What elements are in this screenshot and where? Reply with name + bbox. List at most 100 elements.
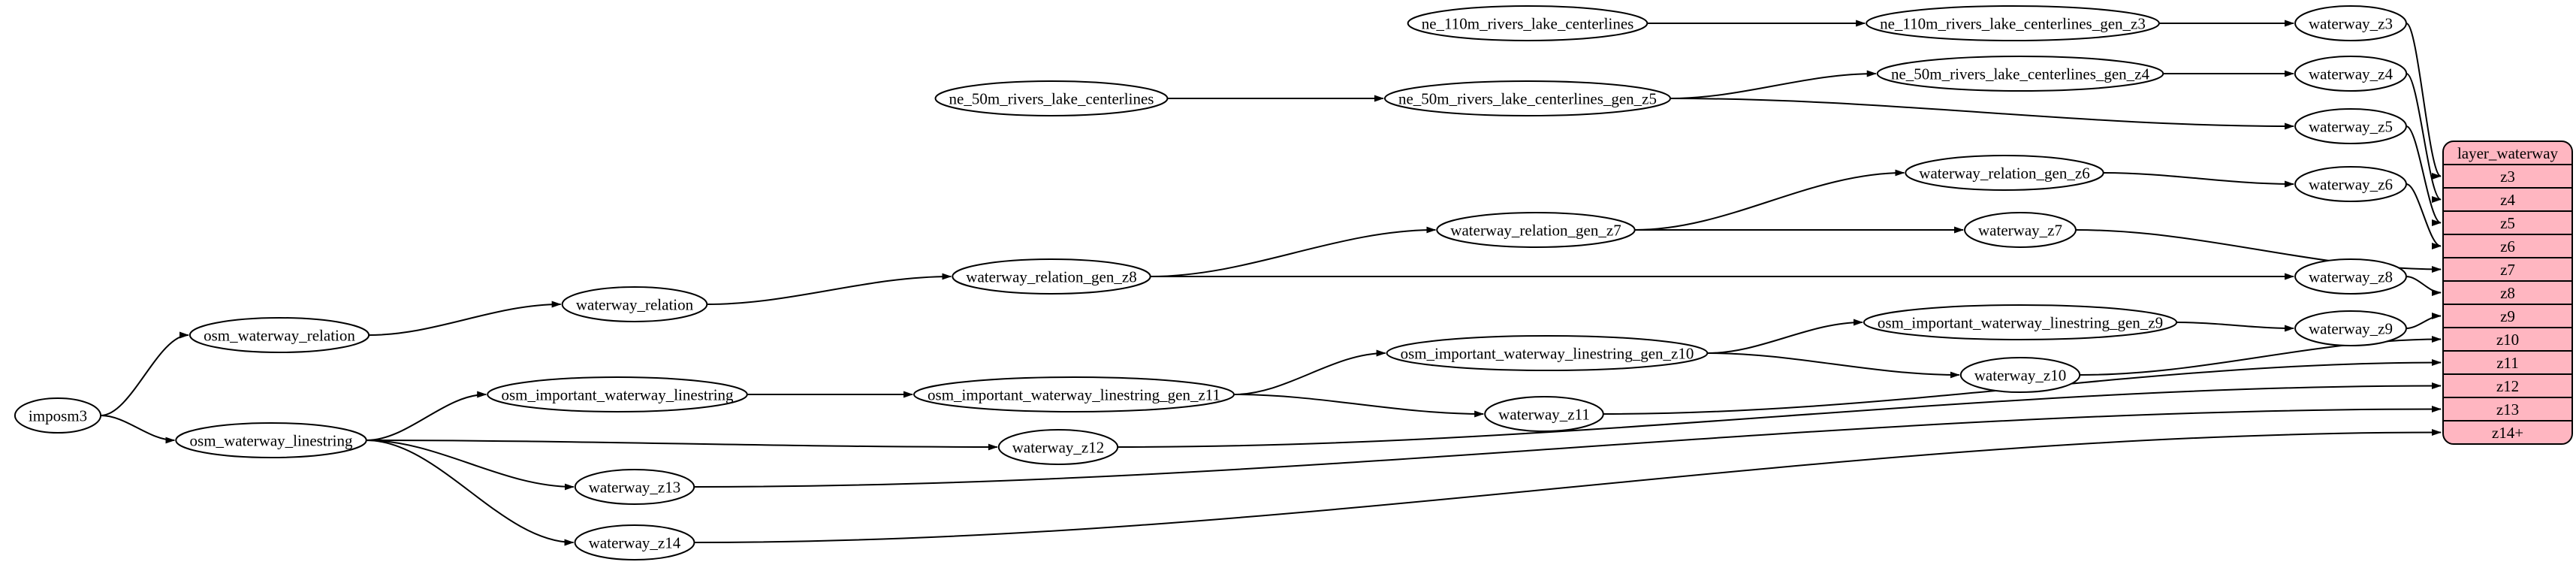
table-row-z12: z12 (2496, 377, 2519, 395)
node-ne_50m_rivers_lake_centerlines: ne_50m_rivers_lake_centerlines (934, 80, 1169, 116)
table-row-z14+: z14+ (2492, 424, 2523, 442)
node-waterway_z3: waterway_z3 (2294, 5, 2407, 41)
node-ellipse-waterway_z12 (997, 429, 1119, 465)
edge-osm_important_waterway_linestring_gen_z10-to-waterway_z10 (1707, 352, 1960, 379)
node-imposm3: imposm3 (14, 397, 102, 434)
node-label-osm_important_waterway_linestring: osm_important_waterway_linestring (501, 385, 734, 403)
edge-waterway_z9-to-layer_waterway.z9 (2406, 313, 2442, 329)
node-ellipse-ne_50m_rivers_lake_centerlines_gen_z5 (1383, 80, 1672, 116)
table-row-z4: z4 (2500, 191, 2515, 209)
node-ellipse-waterway_z9 (2294, 310, 2407, 346)
edge-osm_waterway_linestring-to-waterway_z13 (366, 440, 575, 491)
node-ellipse-waterway_z11 (1484, 396, 1604, 432)
node-label-waterway_relation_gen_z6: waterway_relation_gen_z6 (1919, 164, 2089, 182)
node-waterway_z6: waterway_z6 (2294, 166, 2407, 202)
node-ellipse-waterway_relation_gen_z8 (952, 258, 1151, 295)
edge-osm_important_waterway_linestring_gen_z11-to-osm_important_waterway_linestring_gen_z10 (1233, 349, 1386, 395)
node-ellipse-ne_50m_rivers_lake_centerlines_gen_z4 (1876, 56, 2164, 92)
node-ellipse-osm_important_waterway_linestring_gen_z11 (913, 376, 1235, 412)
node-waterway_relation: waterway_relation (561, 286, 708, 322)
node-ne_50m_rivers_lake_centerlines_gen_z4: ne_50m_rivers_lake_centerlines_gen_z4 (1876, 56, 2164, 92)
node-label-ne_50m_rivers_lake_centerlines_gen_z4: ne_50m_rivers_lake_centerlines_gen_z4 (1891, 65, 2150, 83)
table-row-z13: z13 (2496, 400, 2519, 418)
node-label-ne_110m_rivers_lake_centerlines_gen_z3: ne_110m_rivers_lake_centerlines_gen_z3 (1880, 14, 2146, 32)
edge-waterway_z10-to-layer_waterway.z10 (2080, 336, 2442, 376)
edge-osm_important_waterway_linestring_gen_z10-to-osm_important_waterway_linestring_gen_z9 (1707, 319, 1863, 354)
edge-ne_50m_rivers_lake_centerlines_gen_z5-to-waterway_z5 (1670, 98, 2295, 130)
node-label-imposm3: imposm3 (29, 406, 87, 425)
node-waterway_z4: waterway_z4 (2294, 56, 2408, 92)
edge-osm_waterway_linestring-to-waterway_z12 (366, 440, 998, 451)
layer-waterway-table (2442, 140, 2573, 445)
node-label-waterway_z4: waterway_z4 (2309, 65, 2393, 83)
edge-waterway_relation_gen_z7-to-waterway_relation_gen_z6 (1634, 169, 1905, 231)
node-label-osm_waterway_linestring: osm_waterway_linestring (190, 431, 353, 449)
node-label-ne_50m_rivers_lake_centerlines_gen_z5: ne_50m_rivers_lake_centerlines_gen_z5 (1398, 89, 1657, 107)
edge-osm_important_waterway_linestring_gen_z9-to-waterway_z9 (2176, 322, 2295, 332)
node-waterway_z11: waterway_z11 (1484, 396, 1604, 432)
node-label-waterway_relation_gen_z8: waterway_relation_gen_z8 (966, 267, 1136, 286)
edge-waterway_z6-to-layer_waterway.z6 (2406, 183, 2442, 249)
node-label-waterway_z7: waterway_z7 (1978, 221, 2062, 239)
node-label-waterway_z12: waterway_z12 (1012, 438, 1104, 456)
node-label-waterway_z13: waterway_z13 (589, 478, 680, 496)
edge-waterway_relation_gen_z6-to-waterway_z6 (2103, 172, 2295, 188)
node-waterway_relation_gen_z7: waterway_relation_gen_z7 (1436, 212, 1636, 248)
edge-osm_important_waterway_linestring_gen_z11-to-waterway_z11 (1233, 394, 1485, 418)
node-label-waterway_z14: waterway_z14 (589, 533, 681, 551)
node-waterway_relation_gen_z6: waterway_relation_gen_z6 (1905, 155, 2104, 191)
table-row-z3: z3 (2500, 168, 2515, 186)
node-label-waterway_z6: waterway_z6 (2309, 175, 2393, 193)
node-waterway_z7: waterway_z7 (1964, 212, 2077, 248)
edge-waterway_z13-to-layer_waterway.z13 (694, 406, 2442, 488)
node-ellipse-waterway_z13 (574, 469, 695, 505)
node-waterway_relation_gen_z8: waterway_relation_gen_z8 (952, 258, 1151, 295)
node-waterway_z14: waterway_z14 (574, 524, 695, 560)
node-ellipse-osm_waterway_linestring (175, 422, 367, 458)
node-ellipse-waterway_z14 (574, 524, 695, 560)
table-title: layer_waterway (2457, 144, 2559, 162)
edge-waterway_z5-to-layer_waterway.z5 (2406, 125, 2442, 226)
node-label-osm_waterway_relation: osm_waterway_relation (204, 326, 355, 344)
node-label-waterway_z5: waterway_z5 (2309, 117, 2393, 135)
node-ellipse-waterway_z4 (2294, 56, 2408, 92)
node-ne_50m_rivers_lake_centerlines_gen_z5: ne_50m_rivers_lake_centerlines_gen_z5 (1383, 80, 1672, 116)
edge-waterway_relation-to-waterway_relation_gen_z8 (707, 273, 952, 305)
node-waterway_z8: waterway_z8 (2294, 258, 2407, 295)
node-label-osm_important_waterway_linestring_gen_z11: osm_important_waterway_linestring_gen_z1… (928, 385, 1220, 403)
node-label-ne_110m_rivers_lake_centerlines: ne_110m_rivers_lake_centerlines (1422, 14, 1634, 32)
node-ellipse-ne_50m_rivers_lake_centerlines (934, 80, 1169, 116)
node-ellipse-waterway_relation_gen_z6 (1905, 155, 2104, 191)
node-osm_important_waterway_linestring: osm_important_waterway_linestring (487, 376, 748, 412)
edge-waterway_relation_gen_z8-to-waterway_relation_gen_z7 (1150, 226, 1437, 277)
node-label-waterway_z3: waterway_z3 (2309, 14, 2393, 32)
node-ellipse-osm_important_waterway_linestring_gen_z9 (1863, 304, 2178, 340)
node-ellipse-waterway_z10 (1959, 357, 2081, 393)
node-ellipse-ne_110m_rivers_lake_centerlines_gen_z3 (1866, 5, 2160, 41)
node-osm_important_waterway_linestring_gen_z9: osm_important_waterway_linestring_gen_z9 (1863, 304, 2178, 340)
node-ellipse-osm_important_waterway_linestring_gen_z10 (1386, 335, 1709, 371)
edge-waterway_z3-to-layer_waterway.z3 (2406, 23, 2442, 180)
node-ne_110m_rivers_lake_centerlines: ne_110m_rivers_lake_centerlines (1407, 5, 1648, 41)
node-ellipse-ne_110m_rivers_lake_centerlines (1407, 5, 1648, 41)
node-label-waterway_z8: waterway_z8 (2309, 267, 2393, 286)
table-row-z9: z9 (2500, 307, 2515, 325)
edge-waterway_z14-to-layer_waterway.z14+ (694, 429, 2442, 543)
node-ellipse-waterway_relation_gen_z7 (1436, 212, 1636, 248)
node-ellipse-osm_important_waterway_linestring (487, 376, 748, 412)
edge-imposm3-to-osm_waterway_linestring (101, 415, 176, 444)
node-label-waterway_z10: waterway_z10 (1974, 366, 2066, 384)
node-waterway_z12: waterway_z12 (997, 429, 1119, 465)
node-label-osm_important_waterway_linestring_gen_z9: osm_important_waterway_linestring_gen_z9 (1878, 313, 2163, 331)
node-ne_110m_rivers_lake_centerlines_gen_z3: ne_110m_rivers_lake_centerlines_gen_z3 (1866, 5, 2160, 41)
nodes-layer: imposm3 osm_waterway_relation osm_waterway… (14, 5, 2408, 560)
node-label-ne_50m_rivers_lake_centerlines: ne_50m_rivers_lake_centerlines (949, 89, 1154, 107)
table-row-z7: z7 (2500, 261, 2515, 279)
node-label-osm_important_waterway_linestring_gen_z10: osm_important_waterway_linestring_gen_z1… (1401, 344, 1694, 362)
table-row-z5: z5 (2500, 214, 2515, 232)
node-ellipse-waterway_relation (561, 286, 708, 322)
node-waterway_z10: waterway_z10 (1959, 357, 2081, 393)
node-osm_waterway_linestring: osm_waterway_linestring (175, 422, 367, 458)
